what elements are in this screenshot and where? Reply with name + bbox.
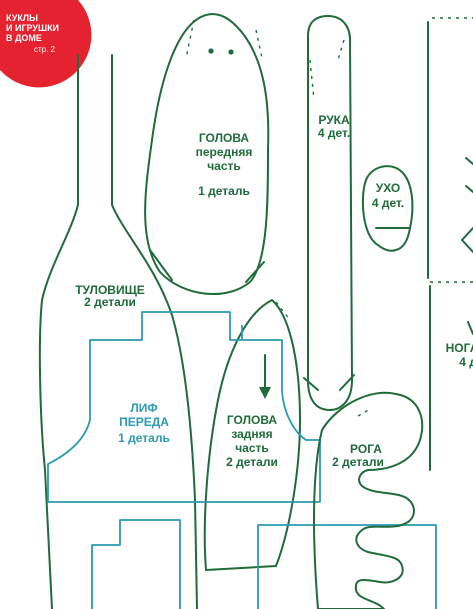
bodice-front-outline <box>47 311 321 503</box>
arm-outline <box>307 15 353 411</box>
leg-label-title: НОГА <box>446 341 473 355</box>
arm-piece: РУКА 4 дет. <box>303 15 355 411</box>
head-back-label-line2: задняя <box>231 427 272 441</box>
head-back-label-count: 2 детали <box>226 455 278 469</box>
head-front-label-line3: часть <box>207 159 241 173</box>
bodice-label-line2: ПЕРЕДА <box>119 415 169 429</box>
head-front-label-count: 1 деталь <box>198 184 250 198</box>
arm-dart-left <box>309 59 315 101</box>
eye-mark-right <box>228 49 234 55</box>
badge-shape <box>0 0 92 88</box>
eye-mark-left <box>208 48 214 54</box>
ear-outline <box>361 165 414 252</box>
head-back-label-title: ГОЛОВА <box>227 413 278 427</box>
grain-arrow-head <box>259 387 271 399</box>
head-back-outline <box>203 299 301 571</box>
partial-piece-tick-2 <box>465 185 473 193</box>
leg-label-count: 4 д <box>459 355 473 369</box>
arm-label-title: РУКА <box>318 113 350 127</box>
lower-pattern-pieces <box>91 519 437 609</box>
horns-label-count: 2 детали <box>332 455 384 469</box>
leg-piece: НОГА 4 д <box>427 17 473 471</box>
torso-piece: ТУЛОВИЩЕ 2 детали <box>38 54 198 609</box>
head-front-dart-bottom-left <box>149 249 173 281</box>
badge-line-3: В ДОМЕ <box>6 33 42 43</box>
arm-dart-right <box>337 39 345 61</box>
bodice-label-count: 1 деталь <box>118 431 170 445</box>
magazine-badge: КУКЛЫ И ИГРУШКИ В ДОМЕ стр. 2 <box>0 0 92 88</box>
horns-label-title: РОГА <box>350 442 382 456</box>
torso-label-title: ТУЛОВИЩЕ <box>75 283 145 297</box>
badge-line-1: КУКЛЫ <box>6 13 38 23</box>
head-front-piece: ГОЛОВА передняя часть 1 деталь <box>144 13 270 295</box>
head-front-label-title: ГОЛОВА <box>199 131 250 145</box>
horns-dart <box>357 407 373 417</box>
horns-piece: РОГА 2 детали <box>313 391 424 609</box>
torso-label-count: 2 детали <box>84 295 136 309</box>
head-front-label-line2: передняя <box>196 145 253 159</box>
torso-outline <box>38 54 79 609</box>
lower-left-piece-outline <box>91 519 181 609</box>
ear-label-count: 4 дет. <box>372 196 404 210</box>
arm-label-count: 4 дет. <box>318 126 350 140</box>
bodice-front-piece: ЛИФ ПЕРЕДА 1 деталь <box>47 311 321 503</box>
head-back-piece: ГОЛОВА задняя часть 2 детали <box>203 299 301 571</box>
ear-label-title: УХО <box>376 181 401 195</box>
partial-piece-edge <box>461 227 473 253</box>
badge-page-number: стр. 2 <box>34 45 56 54</box>
head-front-dart-bottom-right <box>245 261 265 283</box>
arm-notch-left <box>303 377 319 391</box>
head-back-label-line3: часть <box>235 441 269 455</box>
ear-piece: УХО 4 дет. <box>361 165 414 252</box>
horns-outline <box>313 391 424 609</box>
head-front-dart-left <box>185 19 195 59</box>
partial-piece-tick-1 <box>465 157 473 165</box>
lower-right-piece-outline <box>257 524 437 609</box>
head-front-dart-right <box>255 29 263 59</box>
head-front-outline <box>144 13 270 295</box>
bodice-label-title: ЛИФ <box>130 401 157 415</box>
torso-outline-right <box>111 54 198 609</box>
partial-piece-tick-3 <box>467 321 473 335</box>
arm-notch-right <box>339 374 355 391</box>
badge-line-2: И ИГРУШКИ <box>6 23 59 33</box>
